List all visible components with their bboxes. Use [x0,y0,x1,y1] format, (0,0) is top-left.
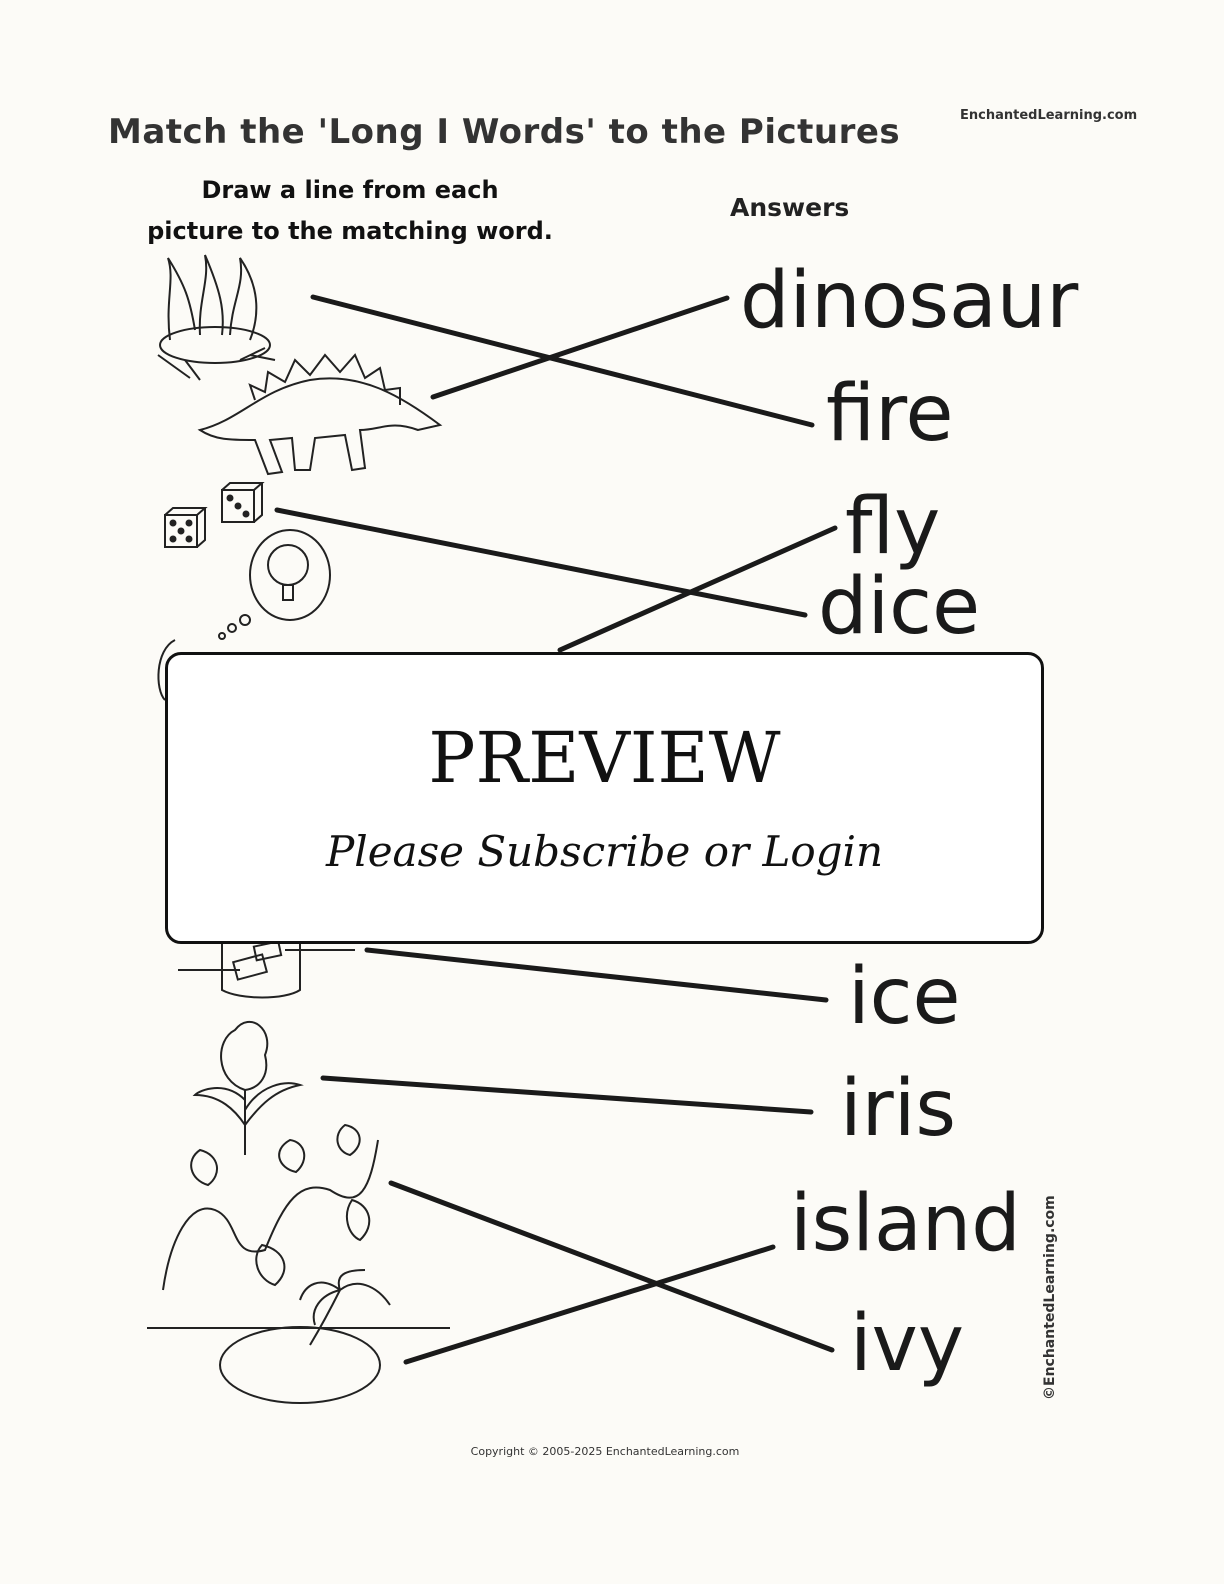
answer-line-ivy [388,1180,835,1353]
worksheet-title: Match the 'Long I Words' to the Pictures [108,112,901,152]
answer-line-fly [557,525,838,653]
instructions-line-1: Draw a line from each [201,176,499,204]
answer-line-fire [310,294,815,428]
preview-overlay[interactable]: PREVIEW Please Subscribe or Login [165,652,1044,944]
dice-icon [164,482,265,548]
preview-title: PREVIEW [428,717,781,799]
fire-icon [157,254,276,381]
subscribe-login-link[interactable]: Please Subscribe or Login [326,827,883,876]
instructions: Draw a line from each picture to the mat… [140,170,560,252]
side-credit: ©EnchantedLearning.com [1042,1195,1058,1400]
answer-line-dinosaur [430,295,730,400]
ivy-vine-icon [162,1123,379,1291]
word-fly: fly [845,482,941,572]
palm-island-icon [147,1269,450,1404]
answers-label: Answers [730,193,850,222]
site-name[interactable]: EnchantedLearning.com [960,108,1138,123]
word-iris: iris [840,1064,957,1154]
word-ivy: ivy [850,1299,964,1389]
thought-bubble-lightbulb-icon [157,529,331,701]
answer-line-island [403,1244,776,1365]
word-ice: ice [848,952,961,1042]
stegosaurus-icon [197,353,443,476]
copyright-footer: Copyright © 2005-2025 EnchantedLearning.… [470,1445,740,1458]
answer-line-dice [274,507,808,618]
answer-line-ice [364,947,829,1003]
ice-glass-icon [178,940,355,999]
instructions-line-2: picture to the matching word. [147,217,553,245]
iris-flower-icon [192,1020,304,1155]
word-fire: fire [826,369,954,459]
word-dice: dice [818,562,981,652]
word-island: island [790,1179,1021,1269]
word-dinosaur: dinosaur [740,256,1079,346]
answer-line-iris [320,1075,814,1115]
